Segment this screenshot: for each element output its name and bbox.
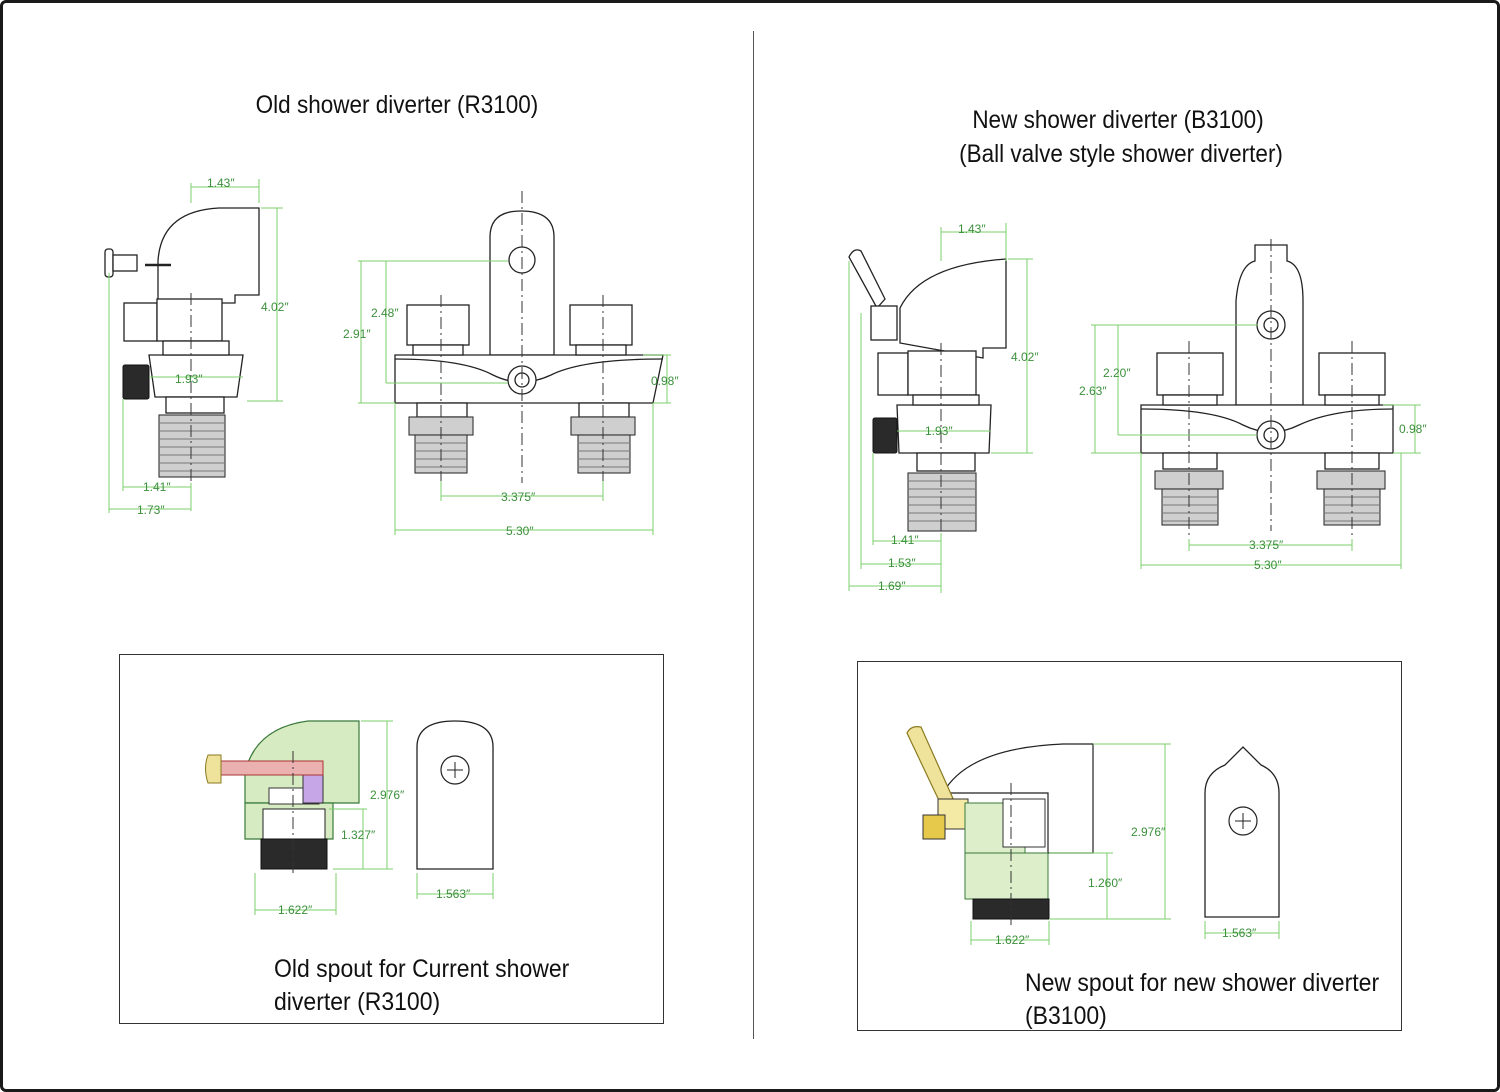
new-side-dim-base-1: 1.41″ (891, 533, 919, 547)
new-spout-dim-front-w: 1.563″ (1222, 926, 1257, 940)
new-spout-caption-line2: (B3100) (1025, 1002, 1107, 1030)
new-diverter-title-line2: (Ball valve style shower diverter) (959, 140, 1283, 168)
old-front-dim-width: 5.30″ (506, 524, 534, 538)
new-spout-section: 2.976″ 1.260″ 1.622″ 1.563″ (906, 726, 1280, 947)
old-side-dim-top-width: 1.43″ (207, 176, 235, 190)
new-front-dim-h2: 2.63″ (1079, 384, 1107, 398)
old-diverter-front-view: 2.91″ 2.48″ 0.98″ 3.375″ 5.30″ (343, 191, 679, 538)
old-spout-frame (119, 654, 664, 1024)
new-spout-dim-base-w: 1.622″ (995, 933, 1030, 947)
old-spout-dim-thread-h: 1.327″ (341, 828, 376, 842)
old-spout-dim-height: 2.976″ (370, 788, 405, 802)
old-front-dim-spacing: 3.375″ (501, 490, 536, 504)
old-front-dim-h2: 2.91″ (343, 327, 371, 341)
old-spout-dim-base-w: 1.622″ (278, 903, 313, 917)
new-diverter-side-view: 1.43″ 4.02″ 1.93″ 1.41″ 1.53″ 1.69″ (848, 222, 1039, 593)
center-divider (753, 31, 754, 1039)
new-spout-dim-height: 2.976″ (1131, 825, 1166, 839)
new-front-dim-width: 5.30″ (1254, 558, 1282, 572)
old-side-dim-body-width: 1.93″ (175, 372, 203, 386)
new-front-dim-spacing: 3.375″ (1249, 538, 1284, 552)
new-spout-frame (857, 661, 1402, 1031)
old-side-dim-height: 4.02″ (261, 300, 289, 314)
old-front-dim-body-h: 0.98″ (651, 374, 679, 388)
new-side-dim-body-width: 1.93″ (925, 424, 953, 438)
new-side-dim-base-3: 1.69″ (878, 579, 906, 593)
old-spout-dim-front-w: 1.563″ (436, 887, 471, 901)
old-spout-caption-line2: diverter (R3100) (274, 988, 441, 1016)
new-front-dim-h1: 2.20″ (1103, 366, 1131, 380)
old-spout-caption-line1: Old spout for Current shower (274, 955, 570, 983)
new-side-dim-base-2: 1.53″ (888, 556, 916, 570)
old-front-dim-h1: 2.48″ (371, 306, 399, 320)
new-spout-dim-thread-h: 1.260″ (1088, 876, 1123, 890)
new-side-dim-top-width: 1.43″ (958, 222, 986, 236)
old-diverter-side-view: 1.43″ 4.02″ 1.93″ 1.41″ 1.73″ (104, 176, 289, 517)
old-side-dim-base-1: 1.41″ (143, 480, 171, 494)
old-spout-section: 2.976″ 1.327″ 1.622″ 1.563″ (205, 720, 494, 917)
new-side-dim-height: 4.02″ (1011, 350, 1039, 364)
new-diverter-title-line1: New shower diverter (B3100) (972, 106, 1264, 134)
new-spout-caption-line1: New spout for new shower diverter (1025, 969, 1380, 997)
technical-drawings: 1.43″ 4.02″ 1.93″ 1.41″ 1.73″ (104, 176, 1427, 947)
old-side-dim-base-2: 1.73″ (137, 503, 165, 517)
old-diverter-title: Old shower diverter (R3100) (255, 91, 539, 119)
new-diverter-front-view: 2.63″ 2.20″ 0.98″ 3.375″ 5.30″ (1079, 239, 1427, 572)
new-front-dim-body-h: 0.98″ (1399, 422, 1427, 436)
